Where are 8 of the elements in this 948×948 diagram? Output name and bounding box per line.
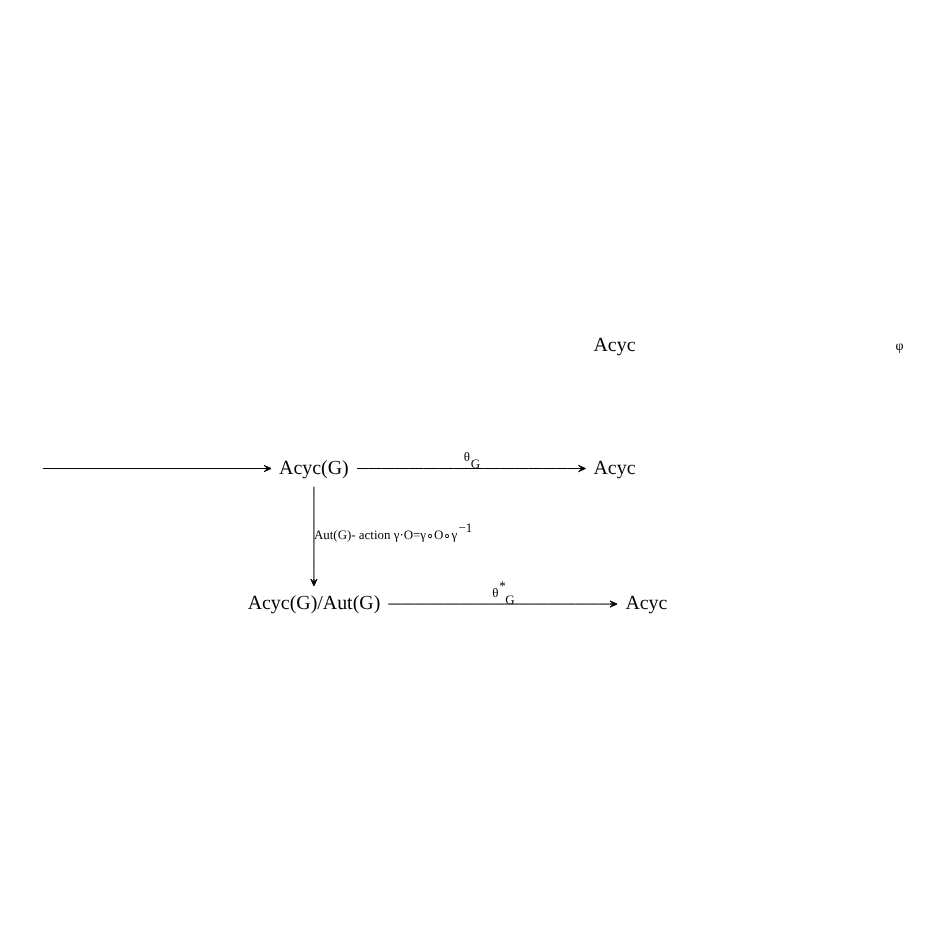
node-text: Acyc — [593, 456, 636, 479]
arrow — [310, 485, 318, 586]
arrow — [356, 463, 586, 472]
node-text: Acyc — [593, 333, 636, 356]
arrow — [387, 599, 618, 607]
node-text: Acyc(G) — [279, 456, 349, 479]
node-text: Acyc(G)/Aut(G) — [247, 592, 381, 615]
node-text: Acyc — [625, 592, 668, 615]
